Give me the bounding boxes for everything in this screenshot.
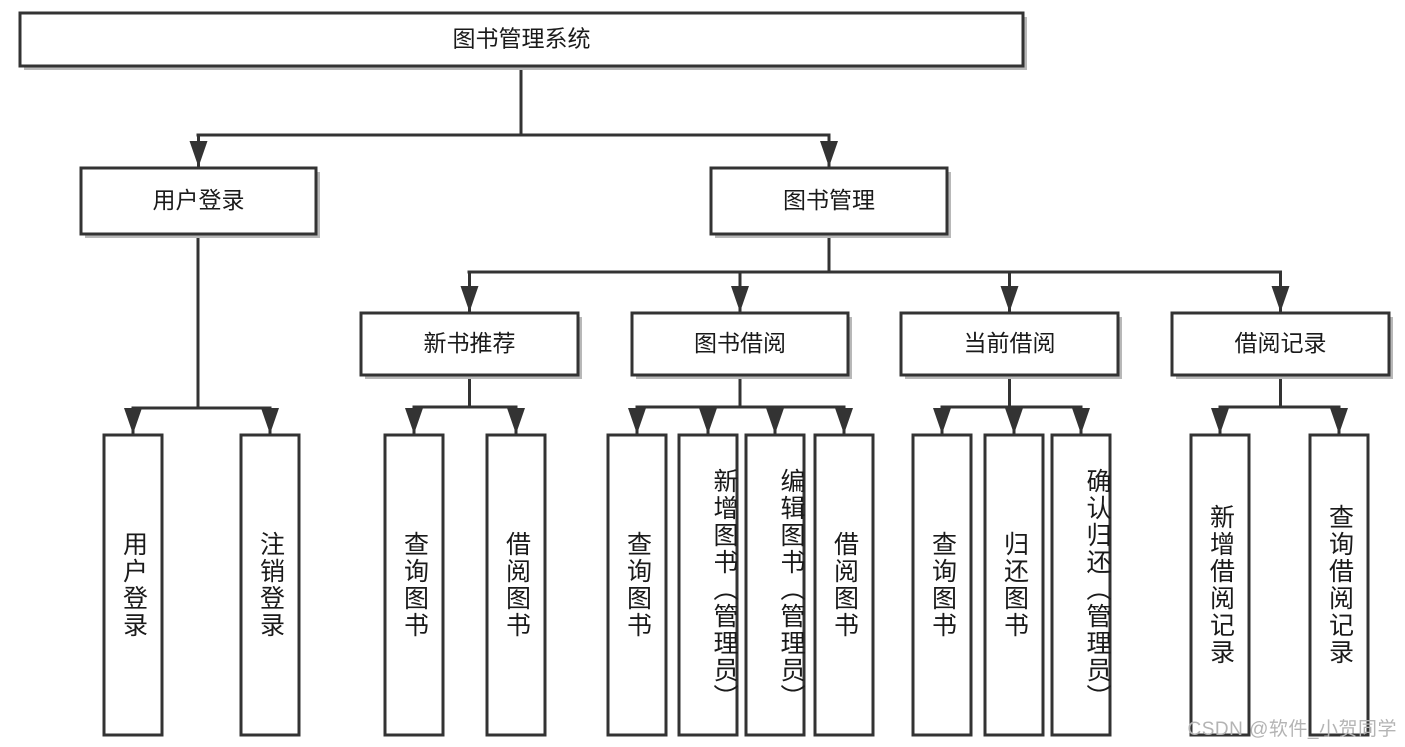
node-box-leaf-borrow-book-1[interactable] [485, 433, 547, 737]
arrow-head-icon [261, 408, 279, 434]
arrow-head-icon [124, 408, 142, 434]
arrow-head-icon [1271, 286, 1290, 312]
node-box-leaf-borrow-book-2[interactable] [813, 433, 875, 737]
node-box-user-login[interactable] [79, 166, 318, 236]
arrow-head-icon [1330, 408, 1348, 434]
arrow-head-icon [933, 408, 951, 434]
arrow-head-icon [1005, 408, 1023, 434]
arrow-head-icon [405, 408, 423, 434]
node-label-borrow-record: 借阅记录 [1235, 330, 1327, 356]
arrow-head-icon [699, 408, 717, 434]
connectors-layer [124, 64, 1348, 435]
arrow-head-icon [1211, 408, 1229, 434]
node-label-book-borrow: 图书借阅 [694, 330, 786, 356]
arrow-head-icon [1072, 408, 1090, 434]
node-box-leaf-query-book-1[interactable] [383, 433, 445, 737]
node-label-book-manage: 图书管理 [783, 187, 875, 213]
arrow-head-icon [628, 408, 646, 434]
node-box-leaf-confirm-return[interactable] [1050, 433, 1112, 737]
arrow-head-icon [460, 286, 479, 312]
node-box-new-book-recommend[interactable] [359, 311, 580, 377]
arrow-head-icon [820, 141, 838, 167]
node-label-new-book-recommend: 新书推荐 [424, 330, 516, 356]
node-label-user-login: 用户登录 [153, 187, 245, 213]
arrow-head-icon [731, 286, 749, 312]
node-box-root[interactable] [18, 11, 1025, 68]
node-box-leaf-query-book-3[interactable] [911, 433, 973, 737]
node-box-leaf-logout-login[interactable] [239, 433, 301, 737]
node-box-leaf-add-borrow-record[interactable] [1189, 433, 1251, 737]
arrow-head-icon [766, 408, 784, 434]
watermark: CSDN @软件_小贺同学 [1187, 719, 1397, 740]
node-box-leaf-query-book-2[interactable] [606, 433, 668, 737]
node-box-leaf-add-book[interactable] [677, 433, 739, 737]
node-label-current-borrow: 当前借阅 [964, 330, 1056, 356]
node-box-leaf-edit-book[interactable] [744, 433, 806, 737]
boxes-layer [18, 11, 1393, 737]
arrow-head-icon [835, 408, 853, 434]
node-box-current-borrow[interactable] [899, 311, 1120, 377]
arrow-head-icon [1000, 286, 1019, 312]
arrow-head-icon [507, 408, 525, 434]
node-box-leaf-return-book[interactable] [983, 433, 1045, 737]
node-label-root: 图书管理系统 [453, 26, 591, 52]
node-box-leaf-user-login[interactable] [102, 433, 164, 737]
node-box-book-manage[interactable] [709, 166, 949, 236]
arrow-head-icon [189, 141, 208, 167]
node-box-borrow-record[interactable] [1170, 311, 1391, 377]
node-box-book-borrow[interactable] [630, 311, 850, 377]
node-box-leaf-query-borrow-record[interactable] [1308, 433, 1370, 737]
